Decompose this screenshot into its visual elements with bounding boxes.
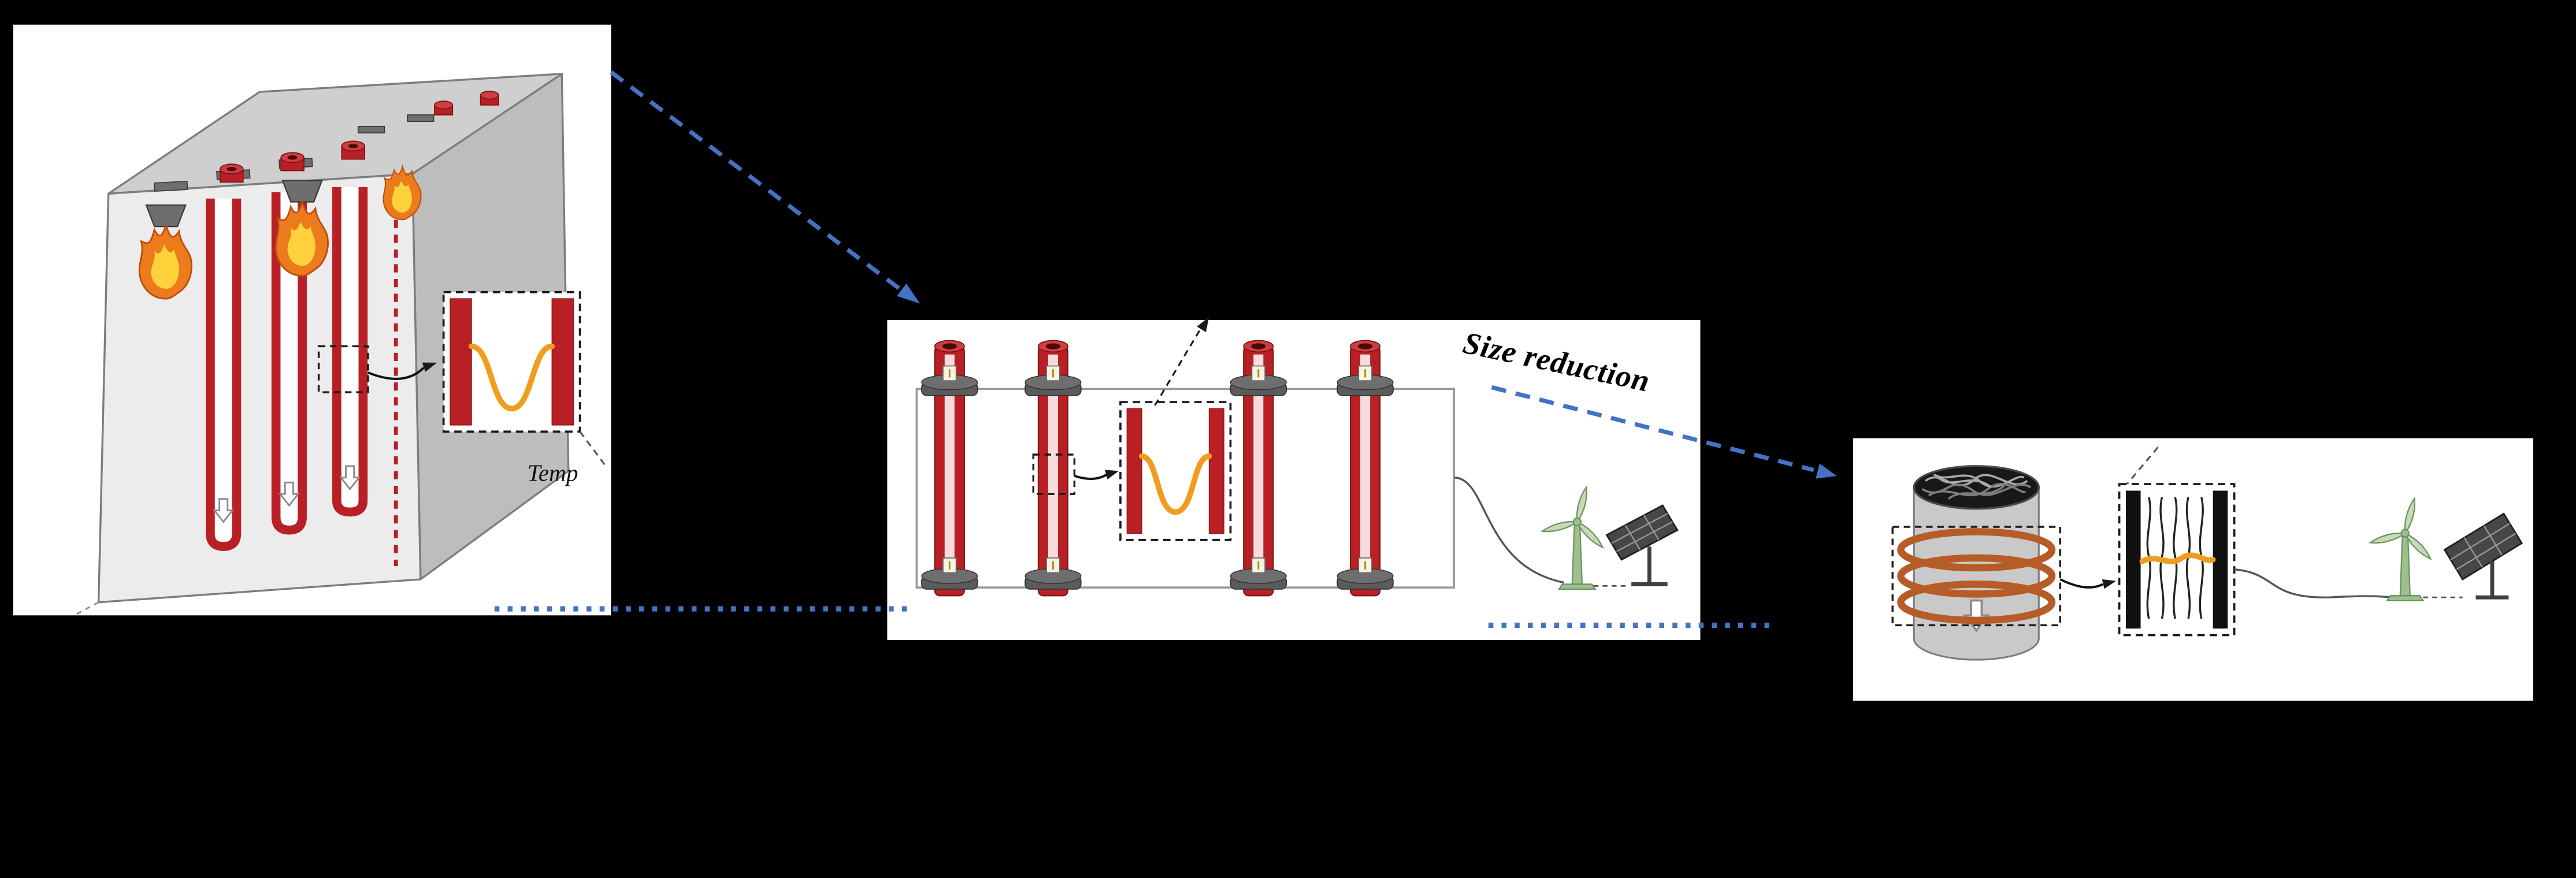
top-vent: [357, 125, 385, 133]
inset-tube-wall: [551, 298, 574, 426]
burners: [138, 166, 422, 300]
zoom-arrowhead: [2102, 579, 2116, 589]
top-cap: [434, 101, 454, 116]
storage-tube: [1025, 340, 1082, 597]
induction-coil: [1897, 528, 2056, 572]
zoom-source-box: [1032, 453, 1076, 495]
storage-tube: [1230, 340, 1287, 597]
cylinder-body: [1913, 487, 2040, 661]
temperature-curve: [2139, 552, 2216, 564]
inset-tube-wall: [1208, 408, 1224, 534]
inset-leader-line: [2123, 445, 2160, 488]
top-cap: [480, 91, 499, 106]
zoom-arrow: [2059, 578, 2104, 589]
zoom-callout: Temp: [317, 291, 606, 486]
top-vent: [407, 114, 435, 122]
panel-battery-module: Temp: [13, 24, 611, 616]
zoom-callout: [2059, 483, 2236, 637]
top-fittings: [154, 91, 499, 192]
solar-panel-icon: [2443, 512, 2523, 600]
power-wire: [2234, 568, 2392, 598]
inset-tube-wall: [1126, 408, 1142, 534]
top-cap: [341, 140, 366, 160]
panel-tube-array: [887, 320, 1701, 641]
panel-compact-cell: [1853, 438, 2534, 701]
enclosure-front-face: [97, 173, 422, 604]
temperature-curve: [1139, 453, 1212, 515]
burner-nozzle: [145, 204, 187, 228]
coil-zoom-box: [1891, 526, 2061, 627]
top-cap: [220, 163, 244, 183]
induction-coil: [1897, 554, 2056, 598]
top-vent: [154, 180, 188, 192]
power-output: [1454, 477, 1679, 590]
heater-tubes: [206, 175, 398, 567]
temperature-curve: [469, 343, 555, 412]
storage-tube: [921, 340, 978, 597]
storage-cylinder: [1891, 445, 2160, 661]
power-output: [2234, 497, 2523, 601]
heater-tube: [271, 192, 307, 535]
temperature-label: Temp: [528, 459, 578, 486]
zoom-arrow: [1074, 473, 1108, 480]
solar-panel-icon: [1605, 504, 1679, 586]
zoom-callout: [1032, 401, 1232, 541]
burner-nozzle: [281, 180, 323, 203]
storage-tube: [1337, 340, 1394, 597]
carbon-scribble: [1921, 471, 2032, 500]
induction-coil: [1897, 581, 2056, 624]
evolution-arrow-1: [610, 70, 920, 304]
inset-tube-wall: [450, 298, 472, 426]
zoom-arrowhead: [422, 362, 437, 372]
heater-tube: [206, 198, 242, 551]
heater-tube: [332, 187, 368, 517]
zoom-arrowhead: [1104, 470, 1119, 479]
electrode-bar: [2125, 490, 2141, 629]
top-cap: [280, 152, 305, 172]
zoom-arrow: [368, 366, 425, 380]
cylinder-top: [1913, 465, 2040, 510]
power-wire: [1454, 477, 1564, 584]
